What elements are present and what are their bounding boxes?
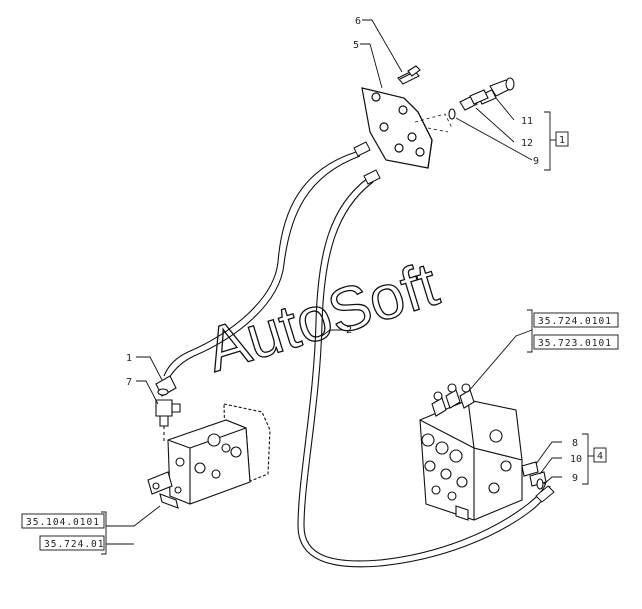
reference-box-pump-a[interactable]: 35.104.0101	[21, 513, 105, 529]
tee-fitting	[155, 375, 181, 442]
callout-6: 6	[355, 16, 361, 27]
reference-pump-a[interactable]: 35.104.0101	[26, 517, 100, 528]
group-box-right: 4	[593, 447, 607, 463]
reference-pump-b[interactable]: 35.724.01	[44, 539, 104, 550]
callout-8: 8	[572, 438, 578, 449]
reference-box-pump-b[interactable]: 35.724.01	[39, 535, 105, 551]
reference-valve-b[interactable]: 35.723.0101	[538, 338, 612, 349]
callout-10: 10	[570, 454, 582, 465]
hose-left	[163, 151, 361, 379]
bolt	[397, 65, 421, 85]
o-ring	[448, 108, 456, 120]
group-brackets	[101, 111, 594, 555]
hydraulic-pump	[147, 403, 271, 509]
dashed-mounting-lines	[414, 113, 453, 133]
group-box-top-label: 1	[559, 135, 565, 146]
callout-7: 7	[126, 377, 132, 388]
bracket-plate	[361, 87, 433, 169]
hose-right	[297, 177, 551, 568]
reference-box-valve-b[interactable]: 35.723.0101	[533, 334, 619, 350]
group-box-right-label: 4	[597, 451, 603, 462]
callout-9-lower: 9	[572, 473, 578, 484]
hose-right-fitting	[363, 169, 555, 503]
fitting-adapter	[459, 89, 489, 111]
watermark: AutoSoft	[198, 250, 446, 386]
callout-2: 2	[346, 325, 352, 336]
reference-box-valve-a[interactable]: 35.724.0101	[533, 312, 619, 328]
callout-9: 9	[533, 156, 539, 167]
reference-valve-a[interactable]: 35.724.0101	[538, 316, 612, 327]
callout-11: 11	[521, 116, 533, 127]
control-valve	[419, 383, 523, 521]
callout-12: 12	[521, 138, 533, 149]
group-box-top: 1	[555, 131, 569, 147]
callout-1: 1	[126, 353, 132, 364]
valve-fitting	[521, 461, 547, 490]
hose-left-fitting	[353, 141, 371, 157]
callout-5: 5	[353, 40, 359, 51]
leader-lines	[106, 19, 562, 545]
